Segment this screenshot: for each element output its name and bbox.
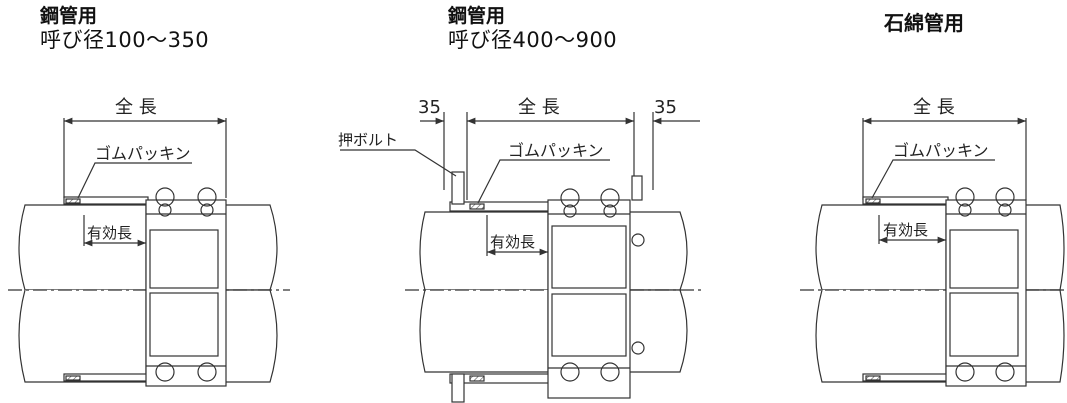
- panel-2-packing-label: ゴムパッキン: [508, 141, 604, 160]
- panel-2-overall-length-label: 全 長: [518, 97, 560, 118]
- panel-2-sleeve-bottom: [449, 373, 551, 384]
- panel-2-packing-leader: [477, 159, 610, 204]
- panel-2-push-bolt: [451, 171, 465, 205]
- panel-2-bolt-head: [600, 362, 620, 382]
- panel-2-window-upper: [551, 225, 627, 289]
- panel-2-bolt-head: [600, 188, 620, 208]
- panel-2-lug: [631, 233, 645, 247]
- panel-3-window-upper: [949, 229, 1019, 289]
- panel-2-pipe-upper: [419, 211, 549, 291]
- panel-1-pipe-right-upper: [225, 204, 278, 291]
- panel-1-overall-length-label: 全 長: [115, 97, 157, 118]
- panel-3-bolt-head: [955, 362, 975, 382]
- panel-2-push-bolt-right: [631, 175, 643, 201]
- panel-3-title: 石綿管用: [884, 11, 964, 35]
- panel-2-dim-35-left-label: 35: [418, 97, 441, 118]
- panel-2-packing-bottom: [469, 375, 485, 382]
- panel-3-pipe-right-upper: [1025, 204, 1065, 291]
- panel-1-bolt-head: [155, 187, 175, 207]
- panel-3-window-lower: [949, 292, 1019, 357]
- panel-1-drawing: [8, 117, 290, 387]
- panel-2-effective-length-label: 有効長: [490, 233, 535, 251]
- panel-3-nut: [958, 203, 972, 217]
- panel-2-pipe-right-lower: [630, 289, 688, 373]
- panel-3-overall-length-label: 全 長: [913, 97, 955, 118]
- panel-1-pipe-lower: [18, 289, 147, 383]
- panel-2-bolt-leader: [340, 149, 457, 177]
- panel-1-subtitle: 呼び径100〜350: [40, 27, 210, 52]
- panel-1-nut: [200, 203, 214, 217]
- panel-2-title: 鋼管用: [448, 5, 506, 27]
- panel-3-effective-length-label: 有効長: [883, 221, 928, 239]
- panel-3-header: 石綿管用: [884, 12, 964, 35]
- panel-2-subtitle: 呼び径400〜900: [448, 27, 618, 52]
- panel-3-pipe-upper: [815, 204, 947, 291]
- panel-2-drawing: [340, 112, 705, 403]
- panel-1-bolt-head: [155, 362, 175, 382]
- panel-2-bolt-head: [560, 188, 580, 208]
- panel-3-packing-leader: [871, 159, 995, 199]
- panel-3-packing-label: ゴムパッキン: [893, 141, 989, 160]
- panel-1-nut: [158, 203, 172, 217]
- panel-1-packing-bottom: [65, 375, 81, 381]
- panel-2-bolt-head: [560, 362, 580, 382]
- panel-2-pipe-lower: [419, 289, 549, 373]
- panel-3-bolt-head: [995, 187, 1015, 207]
- panel-2-sleeve-top: [449, 201, 551, 212]
- panel-2-lug: [631, 341, 645, 355]
- panel-1-window-upper: [149, 229, 219, 289]
- panel-3-pipe-lower: [815, 289, 947, 383]
- panel-3-packing-bottom: [865, 375, 881, 381]
- panel-2-pipe-right-upper: [630, 211, 688, 291]
- panel-1-packing-top: [65, 198, 81, 204]
- panel-3-nut: [998, 203, 1012, 217]
- panel-1-pipe-upper: [18, 204, 147, 291]
- panel-2-packing-top: [469, 203, 485, 210]
- panel-1-bolt-head: [197, 362, 217, 382]
- panel-1-pipe-right-lower: [225, 289, 278, 383]
- panel-2-dim-35-right-label: 35: [654, 97, 677, 118]
- panel-1-packing-label: ゴムパッキン: [95, 144, 191, 163]
- panel-2-window-lower: [551, 293, 627, 357]
- panel-3-packing-top: [865, 198, 881, 204]
- panel-1-title: 鋼管用: [40, 5, 98, 27]
- panel-2-nut: [603, 204, 617, 218]
- panel-3-pipe-right-lower: [1025, 289, 1065, 383]
- panel-2-push-bolt-bottom: [451, 373, 465, 403]
- panel-1-effective-length-label: 有効長: [87, 224, 132, 242]
- panel-1-window-lower: [149, 292, 219, 357]
- panel-1-header: 鋼管用 呼び径100〜350: [40, 5, 210, 52]
- panel-3-bolt-head: [955, 187, 975, 207]
- panel-3-drawing: [800, 117, 1067, 387]
- panel-1-packing-leader: [77, 162, 192, 199]
- panel-2-nut: [563, 204, 577, 218]
- panel-1-bolt-head: [197, 187, 217, 207]
- panel-2-header: 鋼管用 呼び径400〜900: [448, 5, 618, 52]
- panel-2-push-bolt-label: 押ボルト: [338, 131, 398, 149]
- panel-3-bolt-head: [995, 362, 1015, 382]
